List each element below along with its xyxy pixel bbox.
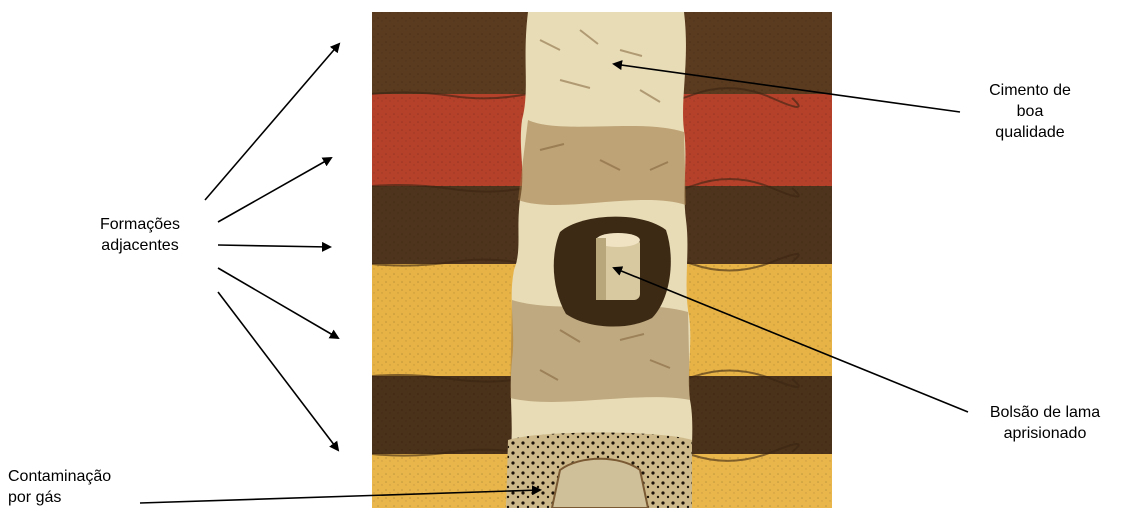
- label-formacoes-adjacentes: Formações adjacentes: [70, 214, 210, 256]
- label-line: Bolsão de lama: [970, 402, 1120, 423]
- label-cimento: Cimento de boa qualidade: [960, 80, 1100, 143]
- arrow-formacoes-3: [218, 245, 330, 247]
- label-line: adjacentes: [70, 235, 210, 256]
- label-line: qualidade: [960, 122, 1100, 143]
- label-line: por gás: [8, 487, 168, 508]
- label-line: Contaminação: [8, 466, 168, 487]
- label-line: Cimento de: [960, 80, 1100, 101]
- label-line: Formações: [70, 214, 210, 235]
- arrow-formacoes-2: [218, 158, 331, 222]
- label-contaminacao: Contaminação por gás: [8, 466, 168, 508]
- label-bolsao: Bolsão de lama aprisionado: [970, 402, 1120, 444]
- label-line: boa: [960, 101, 1100, 122]
- arrow-formacoes-5: [218, 292, 338, 450]
- arrow-formacoes-4: [218, 268, 338, 338]
- arrow-formacoes-1: [205, 44, 339, 200]
- label-line: aprisionado: [970, 423, 1120, 444]
